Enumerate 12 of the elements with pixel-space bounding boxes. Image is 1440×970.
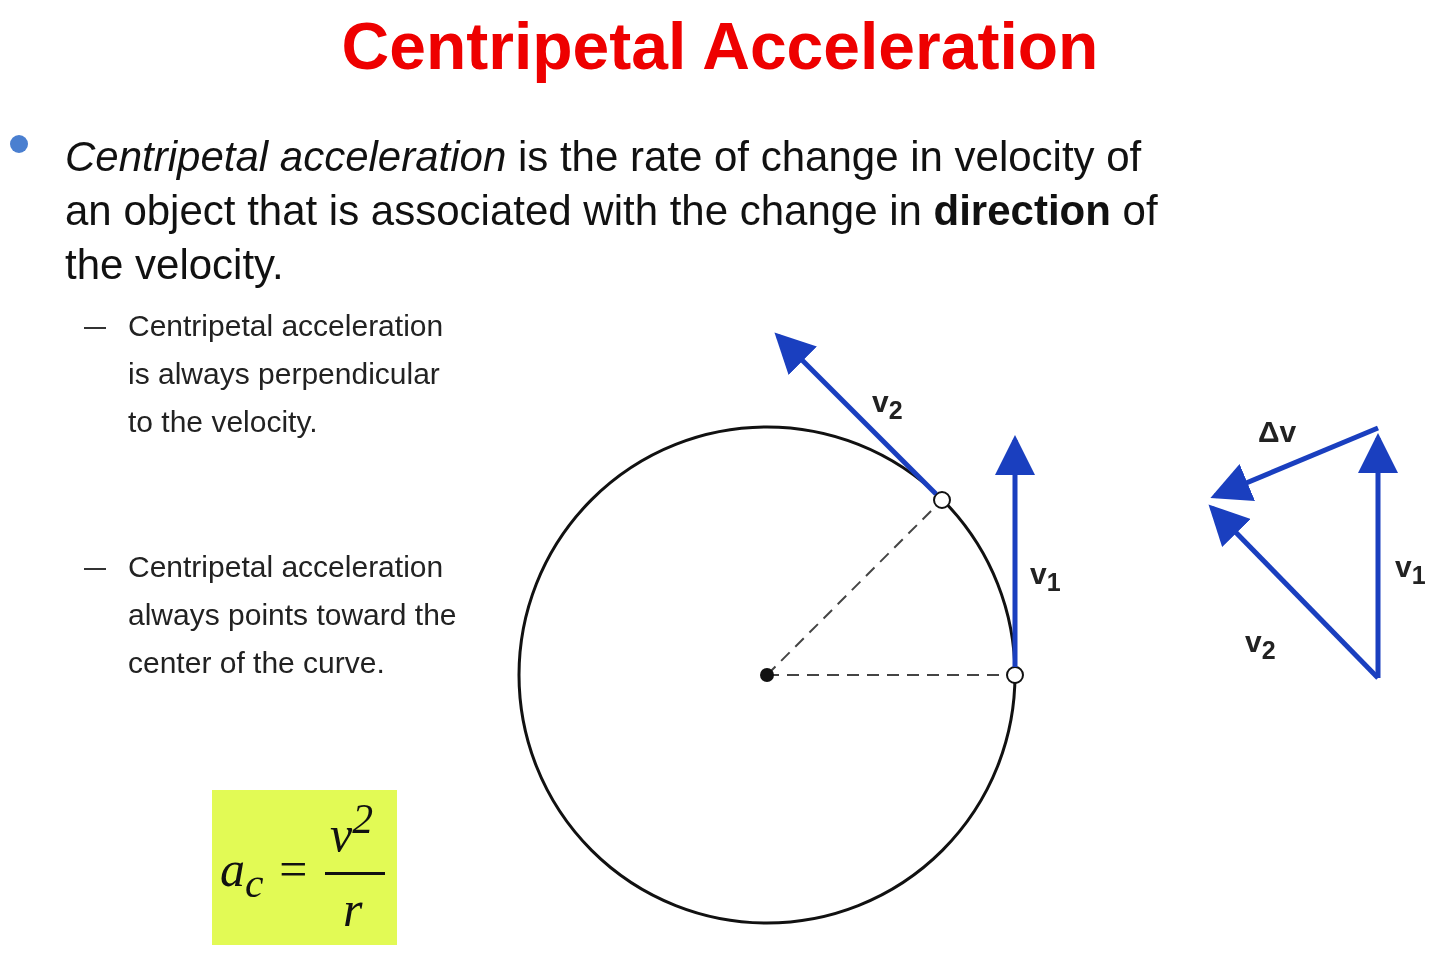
vector-label: v$_{2}$ bbox=[1245, 625, 1276, 665]
vector-label: v$_{2}$ bbox=[872, 385, 903, 425]
formula-text: a$_{c}$ = bbox=[220, 840, 310, 907]
vector-label: v$_{1}$ bbox=[1030, 557, 1061, 597]
sub-bullet-text: Centripetal acceleration always points toward the center of the curve. bbox=[128, 549, 458, 681]
formula-denominator: r bbox=[343, 880, 363, 938]
formula-numerator: v$^{2}$ bbox=[330, 795, 374, 863]
vector-label: Δv bbox=[1258, 415, 1297, 449]
sub-bullet-text: Centripetal acceleration is always perpendicular to the velocity. bbox=[128, 308, 445, 440]
slide-title: Centripetal Acceleration bbox=[340, 8, 1100, 84]
vector-label: v$_{1}$ bbox=[1395, 550, 1426, 590]
definition-paragraph: Centripetal acceleration is the rate of change in velocity of an object that is associated with the change in direction of the velocity. bbox=[65, 132, 1159, 290]
